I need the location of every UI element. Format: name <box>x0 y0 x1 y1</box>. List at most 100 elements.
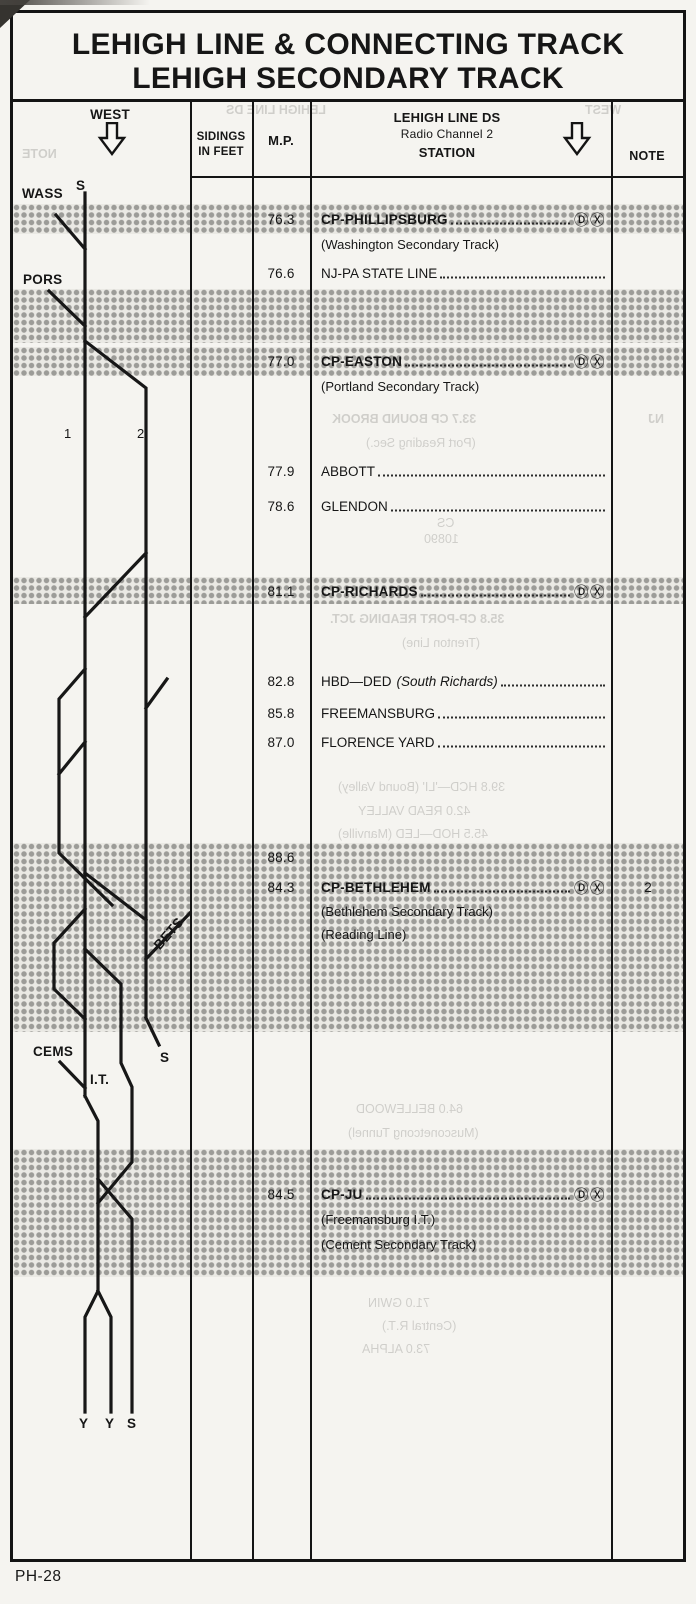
station-row: 82.8 HBD—DED(South Richards) <box>252 670 683 692</box>
station-subtext: (Freemansburg I.T.) <box>321 1211 436 1227</box>
station-row: (Freemansburg I.T.) <box>252 1208 683 1230</box>
milepost: 78.6 <box>267 498 295 514</box>
note-column-header: NOTE <box>629 149 665 163</box>
station-name: ABBOTT <box>321 463 376 479</box>
station-name: CP-PHILLIPSBURG <box>321 211 448 227</box>
station-name: FREEMANSBURG <box>321 705 436 721</box>
diagram-label-it: I.T. <box>90 1072 110 1087</box>
leader-dots <box>420 594 570 597</box>
station-column-arrow-icon <box>562 122 592 156</box>
bleedthrough-text: (Central R.T.) <box>382 1319 457 1333</box>
station-subtext: (Bethlehem Secondary Track) <box>321 903 493 919</box>
column-divider <box>252 100 254 1561</box>
leader-dots <box>450 222 570 225</box>
page-code: PH-28 <box>15 1568 62 1585</box>
diagram-label-s-bottom: S <box>127 1416 137 1431</box>
bleedthrough-text: 39.8 HCD—'LI' (Bound Valley) <box>338 780 506 794</box>
leader-dots <box>405 364 570 367</box>
bleedthrough-text: 42.0 READ VALLEY <box>358 804 471 818</box>
station-row: 88.6 <box>252 846 683 868</box>
leader-dots <box>433 890 570 893</box>
station-symbols: ⒹⓍ <box>574 212 606 229</box>
sidings-header-line1: SIDINGS <box>196 131 246 143</box>
station-symbols: ⒹⓍ <box>574 880 606 897</box>
leader-dots <box>500 684 605 687</box>
leader-dots <box>390 509 605 512</box>
diagram-label-pors: PORS <box>23 272 63 287</box>
leader-dots <box>440 276 605 279</box>
station-row: 84.3 CP-BETHLEHEM ⒹⓍ 2 <box>252 876 683 898</box>
bleedthrough-text: CS <box>437 516 455 530</box>
title-divider-line <box>13 99 683 102</box>
diagram-label-wass: WASS <box>22 186 63 201</box>
station-row: 78.6 GLENDON <box>252 495 683 517</box>
station-row: 85.8 FREEMANSBURG <box>252 702 683 724</box>
west-column-header: WEST <box>90 107 130 122</box>
milepost: 84.3 <box>267 879 295 895</box>
station-header-line2: Radio Channel 2 <box>400 127 494 141</box>
station-row: (Reading Line) <box>252 923 683 945</box>
diagram-label-s-top: S <box>76 178 86 193</box>
bleedthrough-text: NOTE <box>22 147 57 161</box>
milepost: 84.5 <box>267 1186 295 1202</box>
station-header-line3: STATION <box>418 145 476 160</box>
sidings-header-line2: IN FEET <box>198 146 244 158</box>
column-divider <box>310 100 312 1561</box>
diagram-label-track1: 1 <box>64 426 72 441</box>
station-name: CP-JU <box>321 1186 363 1202</box>
station-row: 77.9 ABBOTT <box>252 460 683 482</box>
milepost: 87.0 <box>267 734 295 750</box>
station-name: HBD—DED <box>321 673 392 689</box>
diagram-label-s-mid: S <box>160 1050 170 1065</box>
west-direction-arrow-icon <box>97 122 127 156</box>
column-divider <box>190 100 192 1561</box>
station-symbols: ⒹⓍ <box>574 354 606 371</box>
station-row: 87.0 FLORENCE YARD <box>252 731 683 753</box>
leader-dots <box>437 745 605 748</box>
station-name: NJ-PA STATE LINE <box>321 265 438 281</box>
column-divider <box>611 100 613 1561</box>
diagram-label-track2: 2 <box>137 426 145 441</box>
leader-dots <box>438 716 605 719</box>
page-title-line1: LEHIGH LINE & CONNECTING TRACK <box>71 28 625 61</box>
note-value: 2 <box>644 879 652 895</box>
station-subtext: (Washington Secondary Track) <box>321 236 499 252</box>
shaded-band <box>13 289 683 343</box>
bleedthrough-text: (Port Reading Sec.) <box>366 436 476 450</box>
milepost: 88.6 <box>267 849 295 865</box>
station-name: CP-BETHLEHEM <box>321 879 431 895</box>
diagram-label-y2: Y <box>105 1416 115 1431</box>
bleedthrough-text: 33.7 CP BOUND BROOK <box>332 412 477 426</box>
bleedthrough-text: 35.8 CP-PORT READING JCT. <box>330 612 505 626</box>
station-header-line1: LEHIGH LINE DS <box>393 110 501 125</box>
scan-artifact-edge <box>0 0 150 5</box>
milepost: 85.8 <box>267 705 295 721</box>
station-name: CP-RICHARDS <box>321 583 418 599</box>
bleedthrough-text: 45.5 HOD—LED (Manville) <box>338 827 489 841</box>
milepost-column-header: M.P. <box>268 133 294 148</box>
leader-dots <box>378 474 605 477</box>
station-row: (Bethlehem Secondary Track) <box>252 900 683 922</box>
station-row: 76.6 NJ-PA STATE LINE <box>252 262 683 284</box>
header-divider-line <box>190 176 683 178</box>
station-name-detail: (South Richards) <box>396 673 498 689</box>
bleedthrough-text: (Musconetcong Tunnel) <box>348 1126 479 1140</box>
bleedthrough-text: 71.0 GWIN <box>368 1296 430 1310</box>
bleedthrough-text: NJ <box>648 412 664 426</box>
station-row: 84.5 CP-JU ⒹⓍ <box>252 1183 683 1205</box>
leader-dots <box>365 1197 570 1200</box>
bleedthrough-text: 10890 <box>424 532 459 546</box>
station-subtext: (Cement Secondary Track) <box>321 1236 477 1252</box>
station-row: (Washington Secondary Track) <box>252 233 683 255</box>
bleedthrough-text: 73.0 ALPHA <box>362 1342 431 1356</box>
milepost: 77.9 <box>267 463 295 479</box>
station-row: (Portland Secondary Track) <box>252 375 683 397</box>
milepost: 77.0 <box>267 353 295 369</box>
page-title-line2: LEHIGH SECONDARY TRACK <box>132 62 564 95</box>
station-symbols: ⒹⓍ <box>574 1187 606 1204</box>
station-row: 76.3 CP-PHILLIPSBURG ⒹⓍ <box>252 208 683 230</box>
milepost: 76.3 <box>267 211 295 227</box>
